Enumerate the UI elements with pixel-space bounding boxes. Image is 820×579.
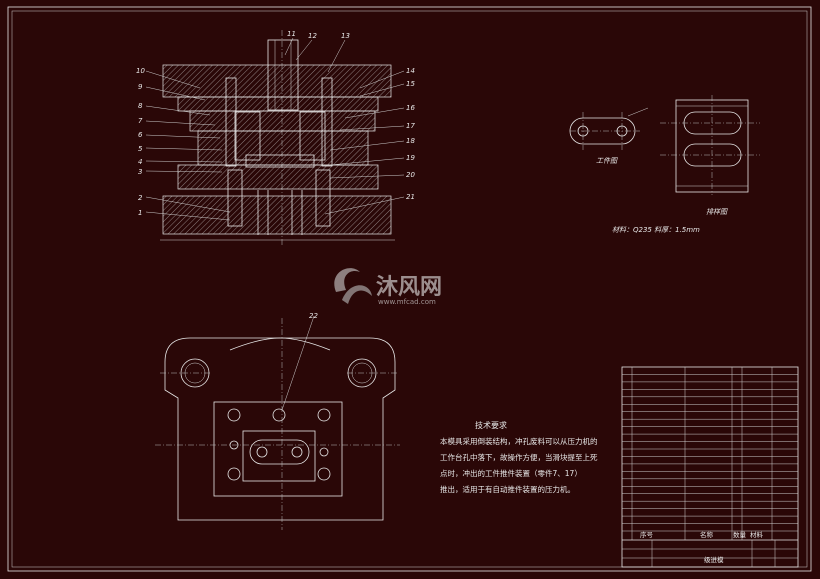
part-label-15: 15 xyxy=(406,80,415,88)
parts-list: 序号 名称 数量 材料 级进模 xyxy=(621,366,799,568)
tech-line-3: 点时，冲出的工件推件装置（零件7、17） xyxy=(440,468,582,478)
workpiece-drawing: 工件图 xyxy=(569,107,649,165)
part-label-13: 13 xyxy=(341,32,350,40)
part-label-10: 10 xyxy=(136,67,145,75)
plan-view xyxy=(155,318,400,530)
part-label-17: 17 xyxy=(406,122,415,130)
watermark-logo-icon xyxy=(334,268,360,292)
part-label-20: 20 xyxy=(406,171,415,179)
list-header-qty: 数量 xyxy=(733,530,747,539)
part-label-22: 22 xyxy=(309,312,318,320)
part-label-1: 1 xyxy=(138,209,142,217)
list-header-mat: 材料 xyxy=(750,530,764,539)
strip-layout-drawing: 排样图 xyxy=(660,95,760,216)
part-label-21: 21 xyxy=(406,193,415,201)
part-label-12: 12 xyxy=(308,32,317,40)
list-header-num: 序号 xyxy=(640,530,654,539)
part-label-16: 16 xyxy=(406,104,415,112)
tech-line-1: 本模具采用倒装结构，冲孔废料可以从压力机的 xyxy=(440,436,598,446)
part-label-5: 5 xyxy=(138,145,143,153)
tech-title: 技术要求 xyxy=(475,420,507,430)
outer-border xyxy=(7,6,812,572)
layout-label: 排样图 xyxy=(706,208,728,216)
workpiece-label: 工件图 xyxy=(596,157,618,165)
part-label-3: 3 xyxy=(138,168,142,176)
watermark: 沐风网 www.mfcad.com xyxy=(334,268,442,306)
tech-line-4: 推出，适用于有自动推件装置的压力机。 xyxy=(440,484,575,494)
part-label-4: 4 xyxy=(138,158,142,166)
material-spec: 材料：Q235 料厚：1.5mm xyxy=(612,226,700,234)
part-label-9: 9 xyxy=(138,83,143,91)
leader-lines xyxy=(145,37,405,411)
drawing-name: 级进模 xyxy=(704,555,724,564)
technical-requirements: 技术要求 本模具采用倒装结构，冲孔废料可以从压力机的 工作台孔中落下，故操作方便… xyxy=(440,420,598,494)
part-label-6: 6 xyxy=(138,131,143,139)
watermark-logo-text: 沐风网 xyxy=(376,275,442,300)
inner-border xyxy=(11,10,808,568)
list-header-name: 名称 xyxy=(700,530,714,539)
part-label-19: 19 xyxy=(406,154,415,162)
part-label-11: 11 xyxy=(287,30,296,38)
part-label-8: 8 xyxy=(138,102,143,110)
tech-line-2: 工作台孔中落下，故操作方便，当滑块提至上死 xyxy=(440,452,598,462)
part-label-7: 7 xyxy=(138,117,143,125)
section-view xyxy=(160,30,395,245)
watermark-url: www.mfcad.com xyxy=(378,298,436,306)
part-label-18: 18 xyxy=(406,137,415,145)
part-label-14: 14 xyxy=(406,67,415,75)
part-label-2: 2 xyxy=(138,194,143,202)
part-labels: 1 2 3 4 5 6 7 8 9 10 11 12 13 14 15 16 1… xyxy=(136,30,415,320)
